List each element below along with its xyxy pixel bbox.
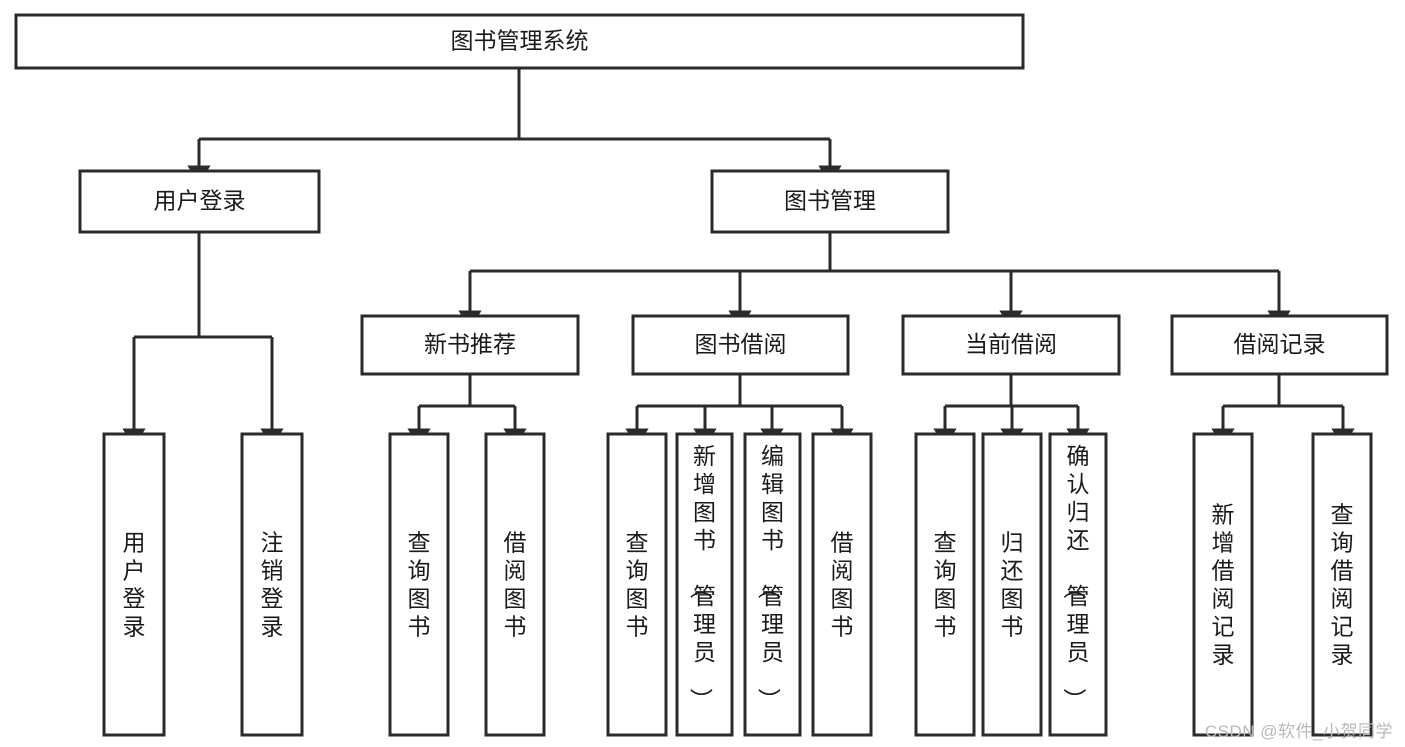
connector-newbook-to-leaves [407,374,527,447]
node-box [675,432,734,737]
node-label: 查询图书 [626,530,649,640]
node-box [631,314,850,376]
node-label: 确认归还（管理员） [1062,443,1090,711]
node-box [14,13,1025,70]
node-label: 用户登录 [123,530,146,640]
node-leaf-借阅图书-3[interactable]: 借阅图书 [484,432,546,737]
node-leaf-借阅图书-7[interactable]: 借阅图书 [811,432,873,737]
node-box [240,432,304,737]
node-box [1311,432,1373,737]
connector-root-to-level2 [187,68,842,184]
node-label: 图书管理 [784,188,876,214]
node-box [606,432,668,737]
node-leaf-新增图书管理员-5[interactable]: 新增图书（管理员） [675,432,734,737]
node-leaf-查询图书-4[interactable]: 查询图书 [606,432,668,737]
node-label: 图书管理系统 [451,28,589,54]
node-box [811,432,873,737]
node-leaf-新增借阅记录-11[interactable]: 新增借阅记录 [1192,432,1254,737]
node-leaf-查询借阅记录-12[interactable]: 查询借阅记录 [1311,432,1373,737]
node-label: 注销登录 [261,530,284,640]
node-label: 查询借阅记录 [1331,502,1354,668]
node-level3-借阅记录-3[interactable]: 借阅记录 [1170,314,1389,376]
node-label: 借阅图书 [504,530,527,640]
connector-borrow-to-leaves [625,374,854,447]
node-box [1170,314,1389,376]
node-box [484,432,546,737]
node-box [360,314,580,376]
node-label: 借阅图书 [831,530,854,640]
node-leaf-注销登录-1[interactable]: 注销登录 [240,432,304,737]
connector-current-to-leaves [933,374,1090,447]
node-leaf-用户登录-0[interactable]: 用户登录 [102,432,166,737]
connector-records-to-leaves [1211,374,1355,447]
node-box [914,432,976,737]
node-box [388,432,450,737]
node-leaf-查询图书-2[interactable]: 查询图书 [388,432,450,737]
node-label: 查询图书 [408,530,431,640]
node-box [1192,432,1254,737]
node-label: 图书借阅 [695,331,787,357]
connectors-layer [122,68,1355,447]
node-level2-图书管理-1[interactable]: 图书管理 [710,169,950,234]
node-leaf-查询图书-8[interactable]: 查询图书 [914,432,976,737]
node-label: 借阅记录 [1234,331,1326,357]
node-box [710,169,950,234]
node-level3-新书推荐-0[interactable]: 新书推荐 [360,314,580,376]
node-box [1048,432,1108,737]
node-box [743,432,802,737]
node-leaf-编辑图书管理员-6[interactable]: 编辑图书（管理员） [743,432,802,737]
node-level3-当前借阅-2[interactable]: 当前借阅 [901,314,1121,376]
connector-book-mgmt-to-level3 [458,232,1291,329]
node-leaf-归还图书-9[interactable]: 归还图书 [981,432,1043,737]
node-box [901,314,1121,376]
node-label: 当前借阅 [965,331,1057,357]
node-box [981,432,1043,737]
node-level3-图书借阅-1[interactable]: 图书借阅 [631,314,850,376]
connector-user-login-to-leaves [122,232,284,447]
node-label: 查询图书 [934,530,957,640]
node-box [78,169,321,234]
node-label: 归还图书 [1001,530,1024,640]
node-root-图书管理系统-0[interactable]: 图书管理系统 [14,13,1025,70]
node-label: 编辑图书（管理员） [756,443,784,711]
node-label: 新增借阅记录 [1212,502,1235,668]
node-label: 新增图书（管理员） [688,443,716,711]
nodes-layer: 图书管理系统用户登录图书管理新书推荐图书借阅当前借阅借阅记录用户登录注销登录查询… [14,13,1389,737]
csdn-watermark: CSDN @软件_小贺同学 [1204,722,1393,741]
node-level2-用户登录-0[interactable]: 用户登录 [78,169,321,234]
node-leaf-确认归还管理员-10[interactable]: 确认归还（管理员） [1048,432,1108,737]
node-label: 新书推荐 [424,331,516,357]
node-label: 用户登录 [154,188,246,214]
node-box [102,432,166,737]
